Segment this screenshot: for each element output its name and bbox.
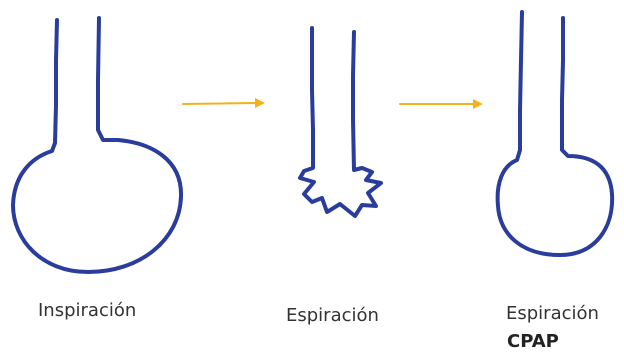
caption-expiration-cpap: Espiración (506, 303, 599, 324)
arrow-2 (399, 99, 483, 109)
caption-expiration: Espiración (286, 305, 379, 326)
arrow-1 (182, 98, 265, 108)
alveolus-inspiration (11, 16, 184, 274)
alveolus-expiration (298, 26, 383, 218)
caption-cpap: CPAP (507, 331, 559, 352)
alveolus-cpap (495, 10, 615, 257)
caption-inspiration: Inspiración (38, 300, 137, 321)
